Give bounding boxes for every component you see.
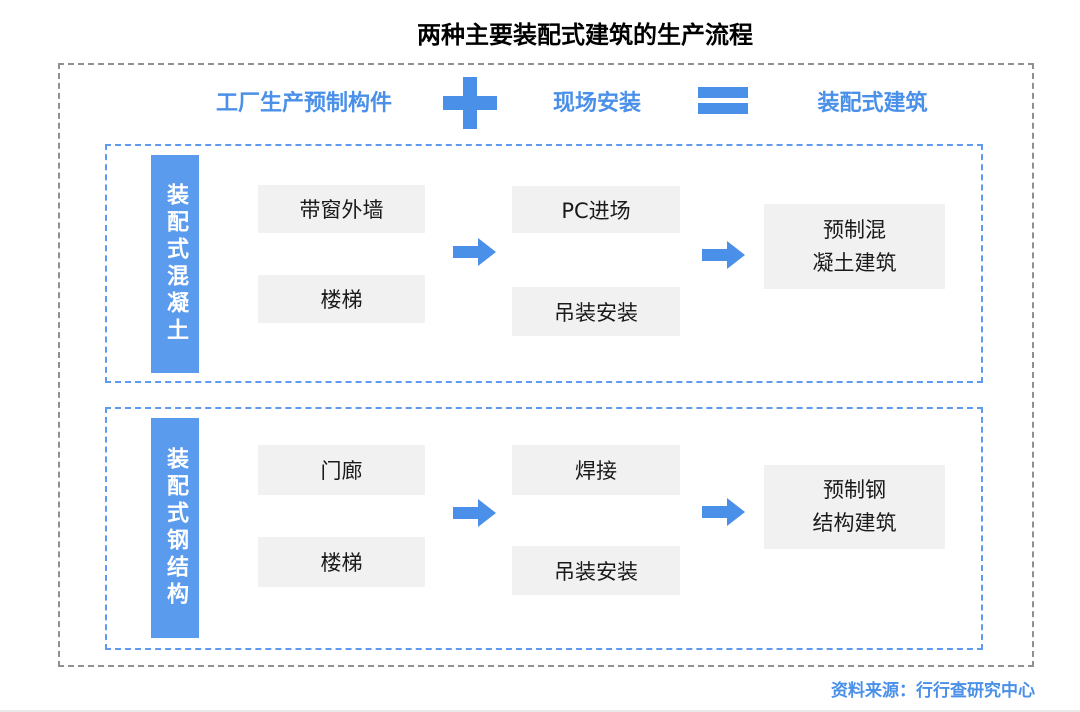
- diagram-frame: [58, 63, 1034, 667]
- page-title: 两种主要装配式建筑的生产流程: [417, 21, 753, 49]
- steel-output-box: 预制钢 结构建筑: [764, 465, 945, 549]
- formula-result-label: 装配式建筑: [817, 91, 928, 116]
- equals-icon: [698, 87, 748, 114]
- section-steel-frame: [105, 407, 983, 650]
- data-source-label: 资料来源：行行查研究中心: [831, 681, 1035, 701]
- steel-component-box: 门廊: [258, 445, 425, 495]
- plus-icon: [443, 77, 497, 129]
- section-concrete-label: 装配式混凝土: [151, 155, 199, 373]
- arrow-right-icon: [702, 240, 746, 270]
- steel-output-line: 结构建筑: [812, 511, 897, 535]
- concrete-output-box: 预制混 凝土建筑: [764, 204, 945, 289]
- bottom-divider: [0, 710, 1080, 712]
- formula-site-label: 现场安装: [552, 91, 641, 116]
- concrete-step-box: PC进场: [512, 186, 680, 233]
- section-steel-label: 装配式钢结构: [151, 418, 199, 638]
- concrete-component-box: 楼梯: [258, 275, 425, 323]
- steel-step-box: 焊接: [512, 445, 680, 495]
- arrow-right-icon: [702, 497, 746, 527]
- steel-output-line: 预制钢: [823, 478, 886, 503]
- section-concrete-frame: [105, 144, 983, 383]
- arrow-right-icon: [453, 237, 497, 267]
- concrete-output-line: 凝土建筑: [812, 250, 897, 275]
- steel-step-box: 吊装安装: [512, 546, 680, 595]
- concrete-step-box: 吊装安装: [512, 287, 680, 336]
- formula-factory-label: 工厂生产预制构件: [215, 91, 392, 116]
- concrete-output-line: 预制混: [823, 217, 886, 242]
- steel-component-box: 楼梯: [258, 537, 425, 587]
- arrow-right-icon: [453, 498, 497, 528]
- concrete-component-box: 带窗外墙: [258, 185, 425, 233]
